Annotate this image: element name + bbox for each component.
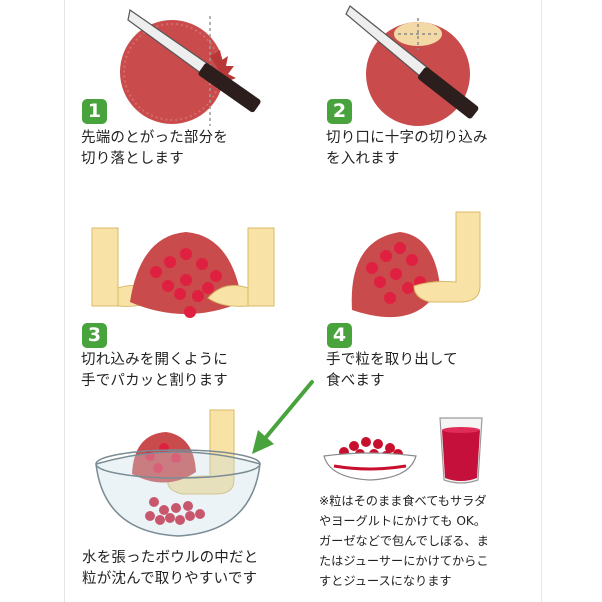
step3-illustration — [91, 227, 275, 318]
hand-icon — [167, 409, 235, 495]
step4-text: 手で粒を取り出して 食べます — [326, 352, 458, 389]
glass-icon — [439, 417, 483, 484]
bowl-illustration — [95, 409, 261, 537]
serving-note: ※粒はそのまま食べてもサラダ やヨーグルトにかけても OK。 ガーゼなどで包んで… — [319, 494, 489, 588]
pomegranate-icon — [351, 232, 440, 318]
step1-text: 先端のとがった部分を 切り落とします — [81, 130, 228, 167]
step1-number-badge: 1 — [82, 99, 107, 124]
knife-icon — [127, 8, 261, 113]
step3-number-badge: 3 — [82, 323, 107, 348]
bowl-caption: 水を張ったボウルの中だと 粒が沈んで取りやすいです — [82, 550, 259, 587]
step4-illustration — [351, 211, 481, 318]
knife-icon — [345, 5, 479, 119]
hand-icon — [207, 227, 275, 307]
pomegranate-icon — [120, 20, 236, 124]
hand-icon — [413, 211, 481, 303]
step3-text: 切れ込みを開くように 手でパカッと割ります — [81, 352, 228, 389]
step4-number-badge: 4 — [327, 323, 352, 348]
step2-illustration — [345, 5, 479, 126]
arrow-icon — [252, 380, 314, 454]
step1-illustration — [120, 8, 261, 126]
seed-pile — [145, 497, 205, 525]
bowl-icon — [323, 452, 417, 481]
bowl-icon — [95, 449, 261, 537]
step2-number-badge: 2 — [327, 99, 352, 124]
seed-bowl-illustration — [323, 437, 417, 481]
step2-text: 切り口に十字の切り込み を入れます — [326, 130, 488, 167]
